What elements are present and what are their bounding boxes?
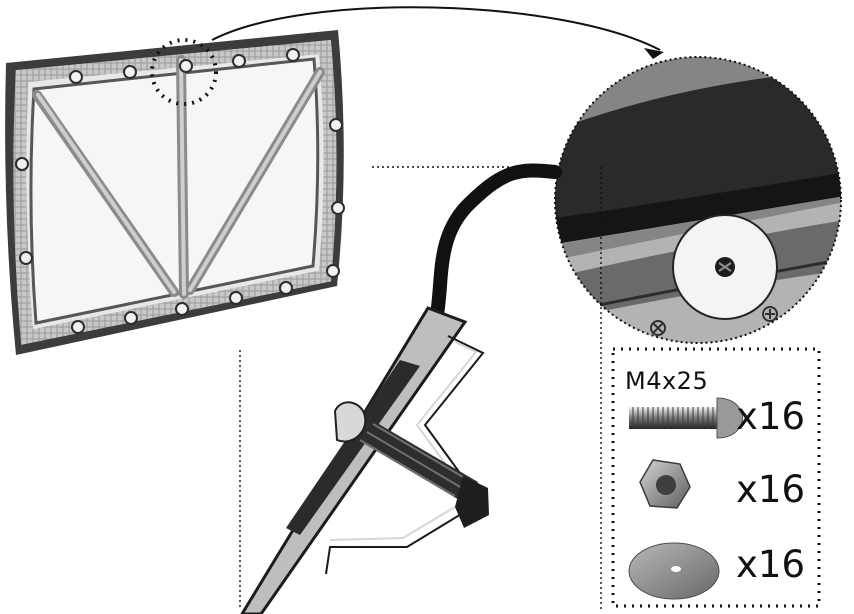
zoom-detail [554, 56, 842, 344]
nut-icon [639, 459, 691, 509]
section-nut [455, 476, 489, 528]
washer-quantity: x16 [736, 543, 805, 586]
callout-arrow [211, 6, 661, 51]
callout-arrowhead [644, 48, 664, 59]
frame-grommet-group [15, 48, 345, 334]
detail-marker-circle [150, 38, 218, 106]
section-bolt-head [333, 401, 367, 443]
washer-icon [628, 542, 720, 600]
section-cable [429, 163, 562, 327]
bolt-quantity: x16 [736, 395, 805, 438]
bolt-size-label: M4x25 [625, 367, 709, 395]
bolt-icon [629, 397, 743, 439]
hardware-panel: M4x25 x16 x16 x16 [613, 349, 819, 606]
nut-quantity: x16 [736, 468, 805, 511]
net-frame [5, 30, 345, 355]
section-view [239, 163, 602, 614]
